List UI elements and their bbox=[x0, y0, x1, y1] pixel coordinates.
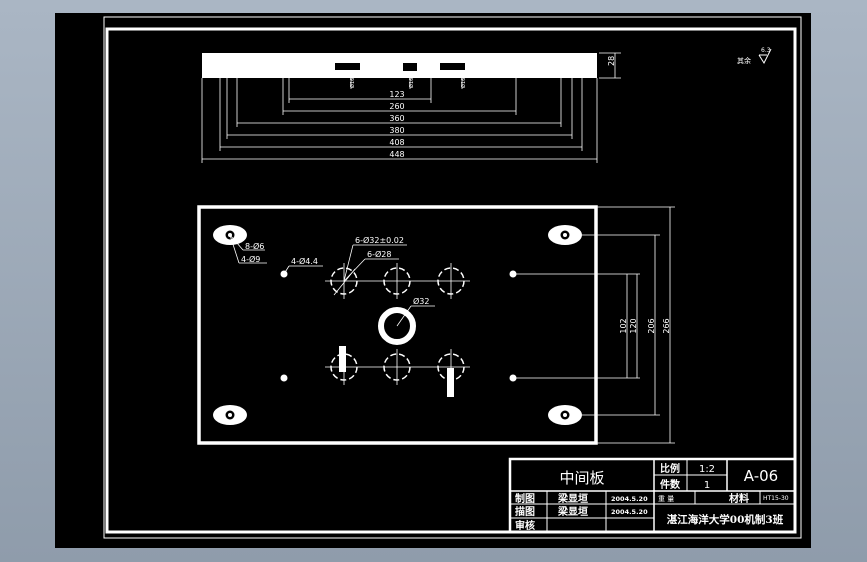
center-hole bbox=[378, 307, 416, 345]
date-traced: 2004.5.20 bbox=[611, 508, 648, 516]
weight-label: 重 量 bbox=[658, 495, 674, 503]
dim-width-380: 380 bbox=[389, 126, 404, 135]
hole-mark-3: Ø16 bbox=[460, 78, 467, 88]
bore-centerlines bbox=[325, 263, 470, 385]
plan-view: 8-Ø6 4-Ø9 4-Ø4.4 6-Ø32±0.02 6-Ø28 Ø32 bbox=[197, 205, 675, 445]
dim-width-448: 448 bbox=[389, 150, 404, 159]
title-block bbox=[508, 457, 797, 534]
roughness-value: 6.3 bbox=[761, 47, 771, 54]
width-dimensions bbox=[201, 78, 598, 163]
hole-mark-1: Ø16 bbox=[349, 78, 356, 88]
scale-value: 1:2 bbox=[699, 464, 715, 475]
small-holes bbox=[280, 270, 517, 382]
qty-label: 件数 bbox=[660, 478, 681, 491]
school-name: 湛江海洋大学00机制3班 bbox=[667, 513, 784, 526]
label-bores-tol: 6-Ø32±0.02 bbox=[355, 235, 404, 245]
dim-width-408: 408 bbox=[389, 138, 404, 147]
dim-width-123: 123 bbox=[389, 90, 404, 99]
material-label: 材料 bbox=[729, 492, 749, 505]
qty-value: 1 bbox=[704, 480, 710, 491]
date-drawn: 2004.5.20 bbox=[611, 495, 648, 503]
material-value: HT15-30 bbox=[763, 495, 789, 502]
name-traced: 梁显垣 bbox=[557, 505, 588, 518]
dim-height-102: 102 bbox=[619, 318, 628, 333]
bores bbox=[330, 267, 465, 381]
label-center-hole: Ø32 bbox=[413, 296, 429, 306]
part-name: 中间板 bbox=[559, 469, 604, 487]
height-dimensions bbox=[626, 207, 671, 443]
dim-height-206: 206 bbox=[647, 318, 656, 333]
dim-width-260: 260 bbox=[389, 102, 404, 111]
section-view: Ø16 Ø16 Ø16 bbox=[202, 53, 597, 89]
dim-height-120: 120 bbox=[629, 318, 638, 333]
role-traced: 描图 bbox=[515, 505, 535, 518]
label-pin-slot: 8-Ø6 bbox=[245, 241, 264, 251]
hole-mark-2: Ø16 bbox=[408, 78, 415, 88]
name-drawn: 梁显垣 bbox=[557, 492, 588, 505]
dim-width-360: 360 bbox=[389, 114, 404, 123]
role-drawn: 制图 bbox=[515, 492, 535, 505]
label-bores-28: 6-Ø28 bbox=[367, 249, 391, 259]
cad-drawing: 其余 6.3 Ø bbox=[103, 16, 802, 539]
label-bolt-holes: 4-Ø9 bbox=[241, 254, 260, 264]
drawing-number: A-06 bbox=[744, 467, 778, 485]
roughness-prefix: 其余 bbox=[737, 56, 751, 65]
inner-border bbox=[105, 27, 797, 534]
roughness-symbol: 其余 6.3 bbox=[737, 47, 772, 65]
thickness-dimension bbox=[599, 52, 621, 79]
drawing-viewport[interactable]: 其余 6.3 Ø bbox=[55, 13, 811, 548]
outer-border bbox=[103, 16, 802, 539]
role-checked: 审核 bbox=[515, 519, 535, 532]
dim-thickness: 28 bbox=[607, 56, 616, 66]
scale-label: 比例 bbox=[660, 462, 680, 475]
dim-height-266: 266 bbox=[662, 318, 671, 333]
label-small-holes: 4-Ø4.4 bbox=[291, 256, 318, 266]
